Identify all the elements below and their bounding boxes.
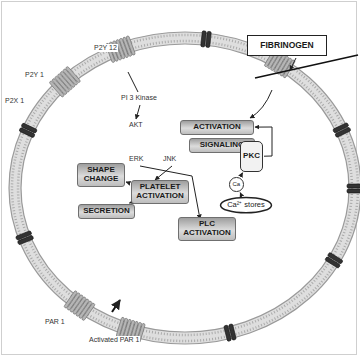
pathway-arrow — [126, 182, 130, 183]
outside-in-arrow — [250, 90, 272, 118]
receptor-label: PAR 1 — [44, 318, 66, 326]
receptor-helices — [49, 66, 81, 97]
receptor-helices — [64, 290, 96, 320]
akt-arrow — [136, 105, 140, 119]
helix — [116, 317, 125, 337]
node-text: ACTIVATION — [193, 123, 241, 132]
outcome-box: PLC ACTIVATION — [178, 217, 236, 241]
jnk-arrow — [155, 166, 172, 180]
ion-channel — [224, 324, 237, 342]
outcome-box: SECRETION — [78, 204, 135, 219]
helix — [65, 66, 80, 83]
helix — [325, 257, 341, 269]
fibrinogen-bridge-line — [255, 55, 358, 78]
helix — [347, 189, 360, 193]
ion-circle: Ca — [229, 177, 244, 192]
outcome-box: PLATELET ACTIVATION — [131, 180, 189, 204]
node-text: PKC — [243, 152, 260, 161]
lipid-heads-outer — [12, 35, 358, 341]
helix — [347, 184, 360, 188]
ion-channel — [201, 31, 212, 48]
lipid-heads-inner — [18, 41, 352, 335]
ion-channel — [16, 231, 34, 245]
helix — [16, 231, 32, 241]
receptor-label: PI 3 Kinase — [120, 94, 158, 102]
node-text: Ca²⁺ stores — [227, 201, 265, 209]
membrane-outer — [9, 32, 360, 344]
node-text: SHAPE CHANGE — [81, 166, 121, 184]
receptor-group — [16, 31, 360, 343]
ligand-box: FIBRINOGEN — [247, 35, 327, 56]
ion-channel — [325, 252, 343, 268]
helix — [64, 290, 78, 308]
receptor-label: ERK — [128, 155, 144, 163]
membrane-band — [15, 38, 355, 338]
receptor-label: P2Y 12 — [93, 44, 118, 52]
ion-channel — [19, 123, 37, 138]
receptor-label: P2Y 1 — [24, 71, 45, 79]
node-text: PLC ACTIVATION — [182, 220, 232, 238]
helix — [126, 36, 136, 56]
pathway-arrow — [240, 193, 242, 196]
node-text: SIGNALING — [200, 141, 244, 150]
node-text: SECRETION — [83, 207, 130, 216]
par1-cleavage-arrow — [112, 300, 120, 312]
helix — [206, 31, 212, 47]
node-text: PLATELET ACTIVATION — [135, 183, 185, 201]
helix — [224, 325, 232, 341]
helix — [201, 31, 207, 47]
ion-channel — [347, 184, 360, 193]
binding-arrow — [290, 58, 296, 70]
node-text: Ca — [232, 181, 240, 188]
receptor-label: JNK — [162, 155, 177, 163]
helix — [335, 127, 351, 138]
process-band: ACTIVATION — [180, 120, 254, 135]
outcome-box: SHAPE CHANGE — [77, 163, 125, 187]
receptor-label: P2X 1 — [4, 97, 25, 105]
node-text: FIBRINOGEN — [260, 41, 313, 50]
helix — [21, 123, 37, 133]
membrane-inner — [21, 44, 349, 332]
pi3k-link — [128, 72, 138, 92]
store-ellipse: Ca²⁺ stores — [220, 197, 272, 213]
receptor-label: Activated PAR 1 — [88, 336, 140, 344]
kinase-box: PKC — [240, 141, 263, 172]
receptor-label: AKT — [128, 121, 144, 129]
ion-channel — [333, 123, 351, 138]
pathway-arrow — [241, 173, 243, 176]
